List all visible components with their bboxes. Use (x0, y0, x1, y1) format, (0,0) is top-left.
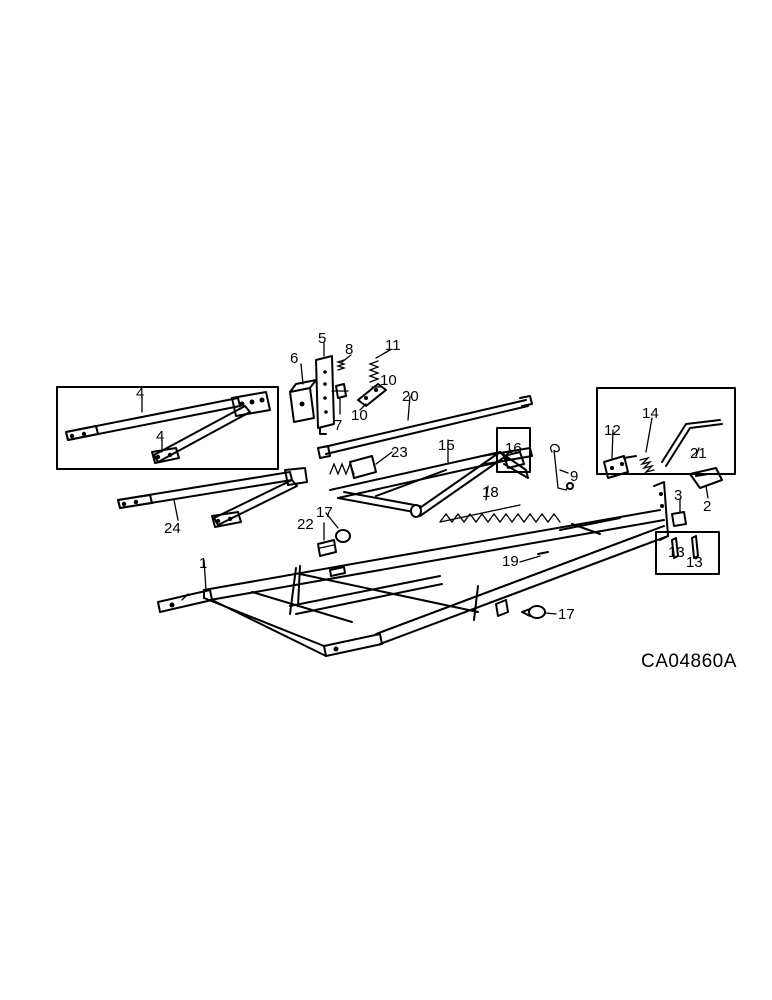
callout-14: 14 (642, 405, 659, 422)
figure-code: CA04860A (641, 651, 737, 672)
callout-11: 11 (385, 337, 401, 354)
callout-22: 22 (297, 516, 314, 533)
callout-24: 24 (164, 520, 181, 537)
part-10-latch (357, 383, 387, 407)
part-23-cylinder (329, 455, 377, 479)
part-9-wire (550, 443, 574, 491)
part-11-spring (368, 360, 380, 383)
callout-4-upper: 4 (136, 385, 144, 402)
arm-yoke (231, 391, 271, 417)
inset-box-pins (655, 531, 720, 575)
part-22-block (317, 539, 337, 557)
part-7-bolt (331, 383, 349, 399)
callout-19: 19 (502, 553, 519, 570)
callout-5: 5 (318, 330, 326, 347)
callout-18: 18 (482, 484, 499, 501)
callout-4-lower: 4 (156, 428, 164, 445)
callout-2: 2 (703, 498, 711, 515)
callout-10-b: 10 (351, 407, 368, 424)
callout-17-upper: 17 (316, 504, 333, 521)
part-18-spring (439, 504, 561, 524)
inset-box-latch (596, 387, 736, 479)
callout-3: 3 (674, 487, 682, 504)
callout-8: 8 (345, 341, 353, 358)
callout-7: 7 (334, 417, 342, 434)
callout-labels: 1 2 3 4 4 5 6 7 8 9 10 10 11 12 13 13 14… (136, 330, 711, 623)
part-24-arms (117, 467, 308, 528)
callout-23: 23 (391, 444, 408, 461)
part-6-bracket (289, 379, 317, 423)
callout-17-lower: 17 (558, 606, 575, 623)
part-4-arm-lower (151, 405, 251, 464)
inset-frame-pins (655, 531, 720, 575)
callout-16: 16 (505, 440, 522, 457)
inset-frame-latch (596, 387, 736, 475)
callout-1: 1 (199, 555, 207, 572)
inset-frame-16 (496, 427, 531, 473)
part-17-bushing-lower (521, 605, 546, 619)
part-1-main-frame (157, 481, 669, 657)
part-4-arm-upper (65, 397, 241, 441)
callout-15: 15 (438, 437, 455, 454)
leader-lines (141, 342, 709, 615)
callout-9: 9 (570, 468, 578, 485)
callout-21: 21 (690, 445, 707, 462)
part-2-clip (689, 467, 723, 489)
part-17-bushing-upper (335, 529, 351, 543)
part-21-rod (661, 419, 723, 467)
callout-13-a: 13 (668, 544, 685, 561)
part-3-pin (671, 511, 687, 527)
callout-6: 6 (290, 350, 298, 367)
inset-box-arms (56, 386, 279, 470)
callout-10-a: 10 (380, 372, 397, 389)
part-12-plate (603, 455, 637, 479)
part-20-rod (317, 395, 533, 459)
part-5-plate (315, 355, 335, 435)
inset-box-16 (496, 427, 531, 473)
part-14-spring (639, 456, 655, 474)
inset-frame (56, 386, 279, 470)
callout-13-b: 13 (686, 554, 703, 571)
callout-20: 20 (402, 388, 419, 405)
part-8-spring (335, 359, 347, 371)
callout-12: 12 (604, 422, 621, 439)
